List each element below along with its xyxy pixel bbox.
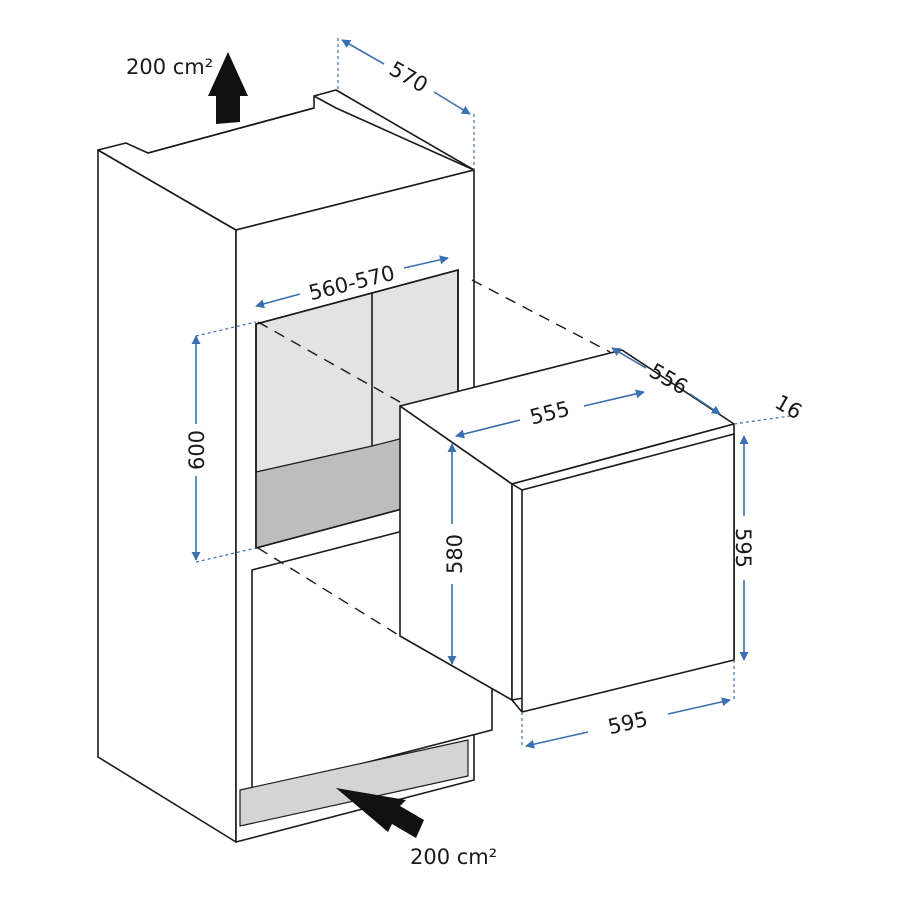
- up-arrow-icon: [208, 52, 248, 124]
- bottom-airflow-label: 200 cm²: [410, 845, 497, 869]
- door-width-label: 595: [606, 707, 650, 739]
- niche-height-label: 600: [185, 430, 209, 470]
- door-height-label: 595: [731, 528, 755, 568]
- bottom-vent-grille: [239, 739, 469, 827]
- top-airflow-label: 200 cm²: [126, 55, 213, 79]
- cabinet-depth-label: 570: [385, 57, 432, 98]
- dimension-lines: [191, 38, 791, 749]
- cabinet-side-panel: [97, 149, 237, 843]
- top-vent-notch: [147, 95, 475, 171]
- projection-lines: [257, 279, 611, 637]
- appliance: [399, 349, 735, 713]
- door-thickness-label: 16: [771, 390, 806, 424]
- diagonal-arrow-icon: [336, 788, 424, 838]
- appliance-height-label: 580: [443, 534, 467, 574]
